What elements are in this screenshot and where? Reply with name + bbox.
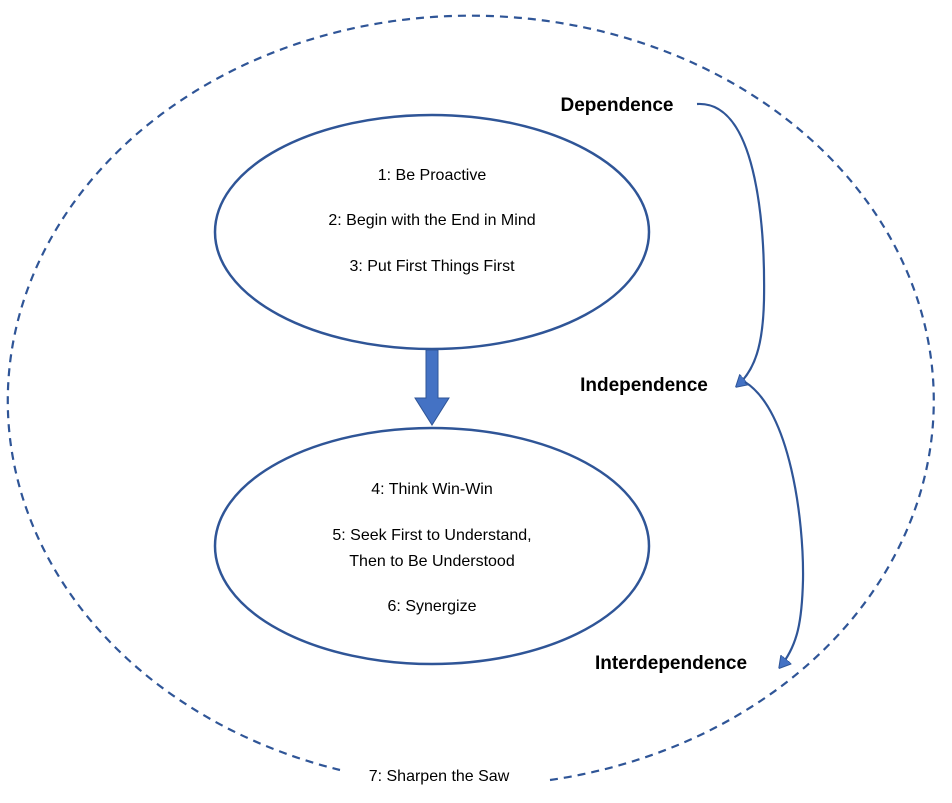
down-arrow-icon bbox=[414, 349, 450, 426]
stage-dependence-label: Dependence bbox=[561, 95, 674, 116]
habit-4-label: 4: Think Win-Win bbox=[371, 481, 493, 498]
habit-6-label: 6: Synergize bbox=[388, 598, 477, 615]
renewal-dashed-ellipse bbox=[6, 14, 935, 782]
stage-independence-label: Independence bbox=[580, 375, 708, 396]
habit-5-label-line2: Then to Be Understood bbox=[349, 553, 514, 570]
stage-interdependence-label: Interdependence bbox=[595, 653, 747, 674]
dependence-to-independence-arrow bbox=[696, 102, 766, 386]
habit-7-label: 7: Sharpen the Saw bbox=[369, 768, 510, 785]
habit-5-label-line1: 5: Seek First to Understand, bbox=[332, 527, 531, 544]
public-victory-ellipse bbox=[213, 426, 651, 666]
habit-2-label: 2: Begin with the End in Mind bbox=[328, 212, 535, 229]
habit-3-label: 3: Put First Things First bbox=[349, 258, 515, 275]
habit-1-label: 1: Be Proactive bbox=[378, 167, 487, 184]
independence-to-interdependence-arrow bbox=[744, 381, 805, 667]
private-victory-ellipse bbox=[213, 113, 651, 351]
